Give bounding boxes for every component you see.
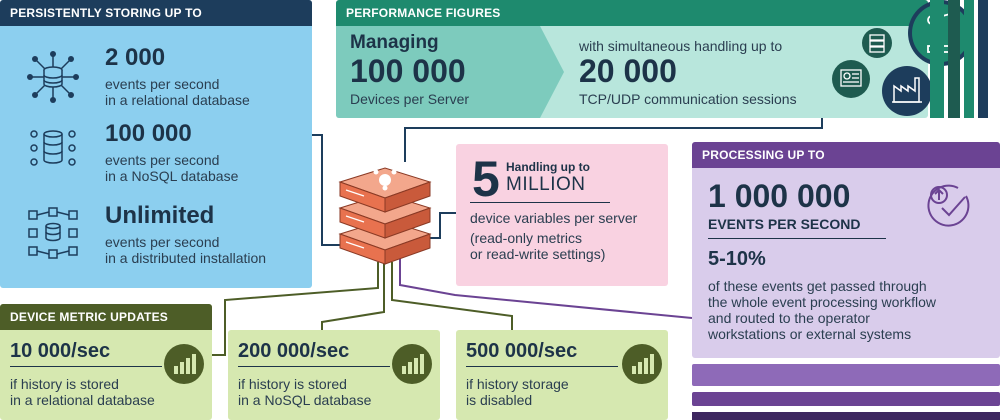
managing-label: Managing	[350, 32, 439, 53]
stripe-1	[930, 0, 944, 118]
nosql-line1: events per second	[105, 152, 220, 168]
connector-metric-2	[321, 262, 385, 330]
metric-2-line1: if history is stored	[238, 376, 347, 392]
metric-2-line2: in a NoSQL database	[238, 392, 372, 408]
relational-db-icon	[26, 50, 80, 104]
variables-unit: MILLION	[506, 174, 586, 195]
storing-header: PERSISTENTLY STORING UP TO	[0, 0, 312, 26]
relational-line2: in a relational database	[105, 92, 250, 108]
connector-metric-3	[391, 262, 513, 330]
factory-icon	[882, 66, 932, 116]
metric-3-value: 500 000/sec	[466, 340, 578, 362]
connector-metric-1	[212, 262, 379, 356]
metric-1-divider	[10, 366, 162, 367]
variables-panel: 5 Handling up to MILLION device variable…	[456, 144, 668, 286]
processing-value: 1 000 000	[708, 178, 851, 214]
processing-unit: EVENTS PER SECOND	[708, 216, 861, 232]
metric-card-1: DEVICE METRIC UPDATES 10 000/sec if hist…	[0, 304, 212, 420]
metric-card-2: 200 000/sec if history is stored in a No…	[228, 330, 440, 420]
variables-line2: (read-only metrics	[470, 230, 583, 246]
processing-line3: and routed to the operator	[708, 310, 870, 326]
variables-line1: device variables per server	[470, 210, 638, 226]
variables-top: Handling up to	[506, 160, 590, 174]
metric-2-value: 200 000/sec	[238, 340, 350, 362]
metric-1-chart-icon	[164, 344, 204, 384]
distributed-value: Unlimited	[105, 202, 215, 229]
metric-card-3: 500 000/sec if history storage is disabl…	[456, 330, 668, 420]
metric-2-divider	[238, 366, 390, 367]
metric-1-line1: if history is stored	[10, 376, 119, 392]
managing-arrow	[336, 26, 564, 118]
stripe-2	[948, 0, 960, 118]
processing-line1: of these events get passed through	[708, 278, 927, 294]
sessions-label: with simultaneous handling up to	[579, 38, 783, 54]
dashboard-icon	[832, 60, 870, 98]
metric-1-line2: in a relational database	[10, 392, 155, 408]
processing-line2: the whole event processing workflow	[708, 294, 937, 310]
processing-check-icon	[924, 180, 974, 230]
processing-bar-2	[692, 392, 1000, 406]
nosql-line2: in a NoSQL database	[105, 168, 239, 184]
relational-value: 2 000	[105, 44, 166, 71]
metric-3-line1: if history storage	[466, 376, 569, 392]
sessions-value: 20 000	[579, 53, 677, 89]
processing-panel: PROCESSING UP TO 1 000 000 EVENTS PER SE…	[692, 142, 1000, 358]
performance-panel: PERFORMANCE FIGURES Managing 100 000 Dev…	[336, 0, 928, 118]
variables-number: 5	[472, 151, 500, 207]
stripe-3	[964, 0, 974, 118]
storing-panel: PERSISTENTLY STORING UP TO 2 000 events …	[0, 0, 312, 288]
variables-divider	[470, 202, 610, 203]
connector-storing	[312, 134, 345, 246]
processing-line4: workstations or external systems	[708, 326, 912, 342]
managing-value: 100 000	[350, 53, 466, 89]
connector-processing	[399, 255, 693, 319]
connector-performance	[404, 118, 823, 162]
server-rack-icon	[862, 28, 892, 58]
processing-bar-3	[692, 412, 1000, 420]
metric-1-value: 10 000/sec	[10, 340, 111, 362]
metric-3-divider	[466, 366, 618, 367]
metric-3-line2: is disabled	[466, 392, 533, 408]
managing-sub: Devices per Server	[350, 91, 470, 107]
distributed-db-icon	[26, 206, 80, 260]
metrics-header: DEVICE METRIC UPDATES	[0, 304, 212, 330]
metric-2-chart-icon	[392, 344, 432, 384]
processing-header: PROCESSING UP TO	[692, 142, 1000, 168]
distributed-line2: in a distributed installation	[105, 250, 267, 266]
variables-line3: or read-write settings)	[470, 246, 606, 262]
performance-header: PERFORMANCE FIGURES	[336, 0, 928, 26]
sessions-sub: TCP/UDP communication sessions	[579, 91, 797, 107]
metric-3-chart-icon	[622, 344, 662, 384]
server-stack-icon	[330, 150, 440, 265]
nosql-db-icon	[26, 128, 80, 168]
processing-divider	[708, 238, 886, 239]
distributed-line1: events per second	[105, 234, 220, 250]
nosql-value: 100 000	[105, 120, 192, 147]
processing-percent: 5-10%	[708, 248, 766, 270]
stripe-4	[978, 0, 988, 118]
processing-bar-1	[692, 364, 1000, 386]
relational-line1: events per second	[105, 76, 220, 92]
